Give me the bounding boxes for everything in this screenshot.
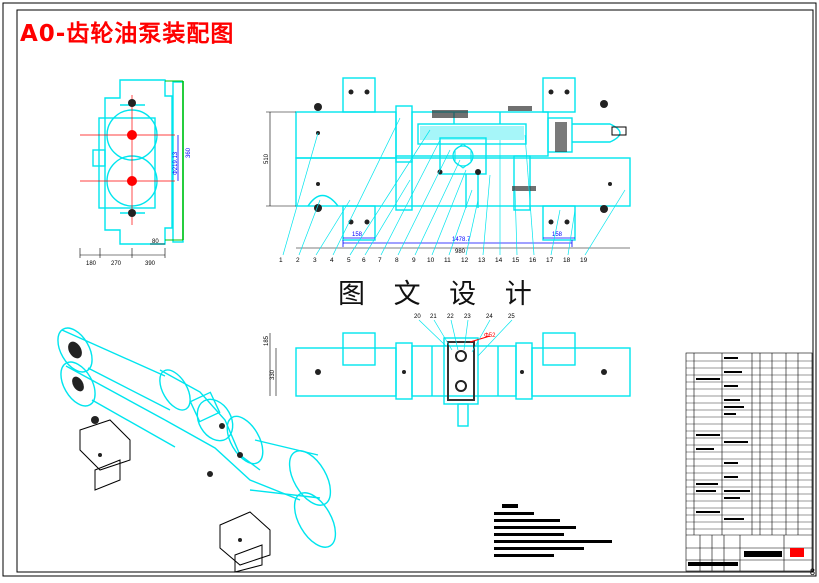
dim-base-d: 80 — [152, 239, 159, 245]
page-number: 8 — [809, 567, 815, 577]
section-balloons: 20 21 22 23 24 25 — [414, 314, 515, 320]
balloon-11: 11 — [444, 257, 451, 264]
side-view-details — [79, 80, 184, 258]
balloon-1: 1 — [279, 257, 283, 264]
balloon-15: 15 — [512, 257, 520, 264]
section-label: Φ52 — [484, 333, 496, 339]
front-view — [295, 77, 631, 241]
balloon-13: 13 — [478, 257, 486, 264]
balloon-14: 14 — [495, 257, 503, 264]
balloon-5: 5 — [347, 257, 351, 264]
balloon-7: 7 — [378, 257, 382, 264]
technical-notes — [494, 504, 612, 557]
isometric-view-details — [68, 341, 271, 573]
dim-base-a: 180 — [86, 261, 97, 267]
dim-height-right: 360 — [186, 147, 192, 158]
balloon-6: 6 — [362, 257, 366, 264]
dim-section-height-b: 330 — [270, 369, 276, 380]
parts-list — [685, 352, 813, 572]
balloon-20: 20 — [414, 314, 421, 320]
balloon-18: 18 — [563, 257, 571, 264]
balloon-22: 22 — [447, 314, 454, 320]
balloon-3: 3 — [313, 257, 317, 264]
balloon-19: 19 — [580, 257, 588, 264]
front-view-bolts — [314, 89, 612, 225]
balloon-21: 21 — [430, 314, 437, 320]
dim-base-c: 390 — [145, 261, 156, 267]
dim-base-b: 270 — [111, 261, 122, 267]
balloon-4: 4 — [330, 257, 334, 264]
isometric-view — [57, 327, 337, 548]
balloon-2: 2 — [296, 257, 300, 264]
balloon-17: 17 — [546, 257, 554, 264]
parts-list-fills — [688, 357, 804, 566]
inner-frame — [16, 9, 814, 573]
watermark-text: 图 文 设 计 — [338, 279, 542, 310]
drawing-title: A0-齿轮油泵装配图 — [20, 21, 235, 47]
side-view — [92, 79, 184, 245]
balloon-leaders — [282, 117, 626, 256]
front-view-hatching — [420, 106, 627, 191]
dim-left-offset: 158 — [352, 232, 363, 238]
balloon-9: 9 — [412, 257, 416, 264]
top-view-details — [269, 333, 607, 401]
balloon-16: 16 — [529, 257, 537, 264]
top-view — [295, 332, 631, 427]
dim-inner-span: 980 — [455, 249, 466, 255]
parts-list-rows — [686, 360, 812, 530]
dim-height-front: 510 — [264, 153, 270, 164]
dim-overall-length: 1478.7 — [452, 237, 471, 243]
front-view-dim-lines-black — [266, 111, 296, 207]
balloon-12: 12 — [461, 257, 469, 264]
balloon-23: 23 — [464, 314, 471, 320]
front-balloons: 1 2 3 4 5 6 7 8 9 10 11 12 13 14 15 16 1… — [279, 257, 588, 264]
balloon-8: 8 — [395, 257, 399, 264]
balloon-10: 10 — [427, 257, 435, 264]
balloon-24: 24 — [486, 314, 493, 320]
section-balloon-leaders — [418, 319, 513, 357]
dim-right-offset: 158 — [552, 232, 563, 238]
dim-center-distance: Φ219.13 — [173, 151, 179, 175]
front-view-dimensions — [296, 237, 630, 249]
dim-section-height-a: 185 — [264, 335, 270, 346]
balloon-25: 25 — [508, 314, 515, 320]
